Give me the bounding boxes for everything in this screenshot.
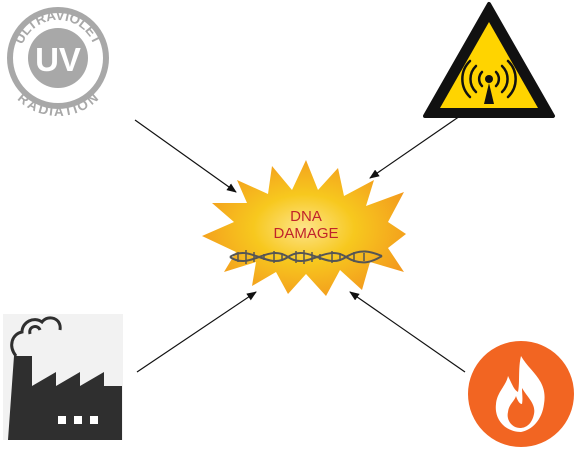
burst-line-1: DNA bbox=[290, 208, 322, 225]
factory-window bbox=[90, 416, 98, 424]
uv-bottom-arc-text: RADIATION bbox=[15, 90, 101, 119]
arrow-radiation-to-dna bbox=[369, 115, 461, 179]
arrow-fire-to-dna bbox=[349, 291, 466, 373]
flame-inner bbox=[507, 388, 535, 428]
arrow-uv-to-dna bbox=[134, 119, 237, 193]
factory-smoke-icon bbox=[3, 314, 123, 440]
uv-inner-disc bbox=[28, 28, 88, 88]
arrow-factory-to-dna bbox=[136, 291, 257, 373]
radio-wave-icon bbox=[461, 59, 517, 104]
smoke-plume bbox=[10, 316, 62, 357]
radiation-warning-sign-icon bbox=[423, 2, 555, 118]
uv-radiation-badge-icon: UV ULTRAVIOLET RADIATION bbox=[7, 7, 109, 119]
uv-letters: UV bbox=[35, 41, 81, 78]
uv-outer-ring bbox=[7, 7, 109, 109]
burst-line-2: DAMAGE bbox=[273, 225, 338, 242]
factory-window bbox=[58, 416, 66, 424]
dna-damage-burst-icon: DNA DAMAGE bbox=[202, 160, 406, 296]
factory-window bbox=[74, 416, 82, 424]
dna-helix-icon bbox=[229, 250, 383, 264]
fire-icon bbox=[468, 341, 574, 447]
